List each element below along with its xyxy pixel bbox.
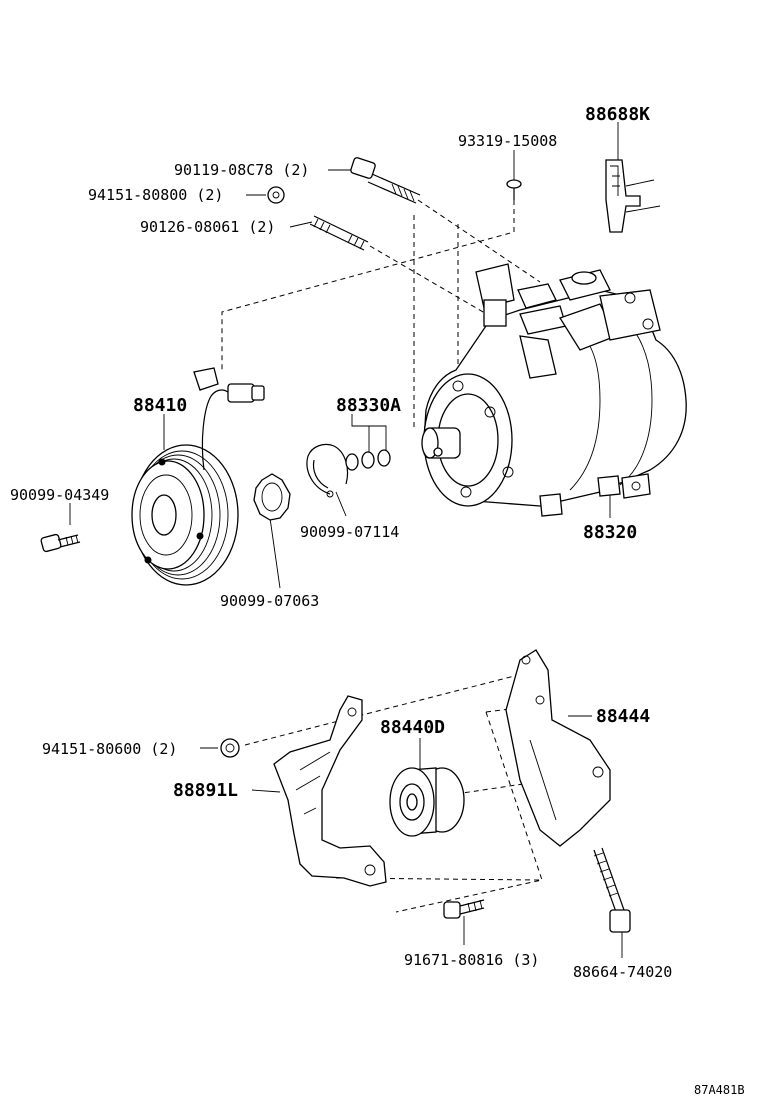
bolt-90099-04349-icon[interactable]	[40, 533, 81, 553]
pressure-switch-88688K-icon[interactable]	[605, 159, 661, 233]
shim-90099-07063-icon[interactable]	[253, 473, 291, 521]
label-90126-08061: 90126-08061 (2)	[140, 218, 275, 236]
label-91671-80816: 91671-80816 (3)	[404, 951, 539, 969]
label-90099-04349: 90099-04349	[10, 486, 109, 504]
nut-94151-icon[interactable]	[267, 186, 285, 204]
compressor-88320-icon[interactable]	[421, 263, 687, 517]
label-88330A: 88330A	[336, 395, 401, 416]
label-88688K: 88688K	[585, 104, 650, 125]
diagram-reference-code: 87A481B	[694, 1083, 745, 1097]
label-88320: 88320	[583, 522, 637, 543]
label-90119-08C78: 90119-08C78 (2)	[174, 161, 309, 179]
idler-pulley-88440D-icon[interactable]	[389, 767, 465, 837]
label-88440D: 88440D	[380, 717, 445, 738]
snap-ring-90099-07114-icon[interactable]	[306, 443, 349, 498]
label-88444: 88444	[596, 706, 650, 727]
label-88410: 88410	[133, 395, 187, 416]
label-88891L: 88891L	[173, 780, 238, 801]
screw-93319-icon[interactable]	[506, 179, 522, 200]
bracket-88444-icon[interactable]	[505, 649, 611, 847]
adjust-bolt-88664-74020-icon[interactable]	[593, 847, 631, 933]
o-rings-88330A-icon[interactable]	[345, 449, 391, 471]
bolt-90119-icon[interactable]	[350, 157, 421, 204]
bolt-91671-80816-icon[interactable]	[443, 899, 485, 919]
label-94151-80800: 94151-80800 (2)	[88, 186, 223, 204]
label-93319-15008: 93319-15008	[458, 132, 557, 150]
label-90099-07063: 90099-07063	[220, 592, 319, 610]
label-90099-07114: 90099-07114	[300, 523, 399, 541]
label-94151-80600: 94151-80600 (2)	[42, 740, 177, 758]
bracket-88891L-icon[interactable]	[273, 695, 387, 887]
label-88664-74020: 88664-74020	[573, 963, 672, 981]
stud-90126-icon[interactable]	[309, 215, 369, 251]
magnet-clutch-88410-icon[interactable]	[131, 367, 265, 586]
nut-94151-80600-icon[interactable]	[220, 738, 240, 758]
